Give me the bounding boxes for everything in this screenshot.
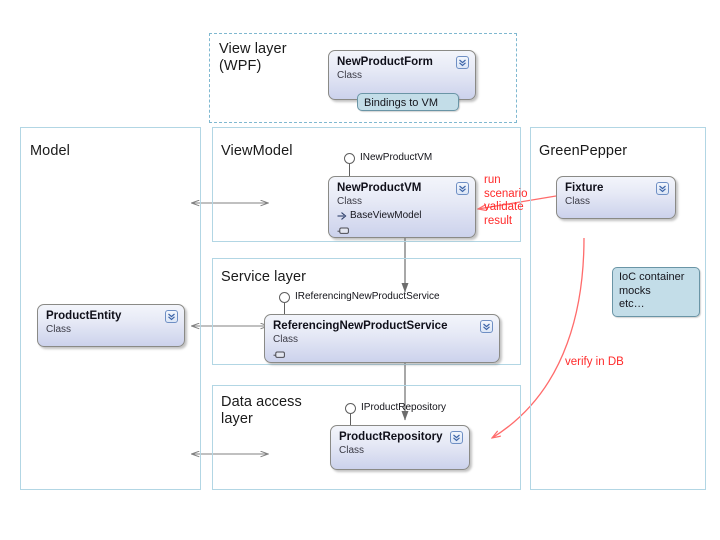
annotation-verify-in-db: verify in DB [565, 356, 624, 368]
panel-greenpepper [530, 127, 706, 490]
class-operation-row [273, 348, 492, 359]
class-new-product-vm[interactable]: NewProductVM Class BaseViewModel [328, 176, 476, 238]
interface-label: IProductRepository [361, 402, 447, 413]
class-referencing-new-product-service[interactable]: ReferencingNewProductService Class [264, 314, 500, 363]
panel-view-layer [209, 33, 517, 123]
panel-service-layer [212, 258, 521, 365]
panel-model [20, 127, 201, 490]
panel-title-model: Model [30, 143, 70, 159]
chevron-down-icon[interactable] [450, 431, 463, 444]
class-name: ReferencingNewProductService [273, 320, 448, 332]
class-product-repository[interactable]: ProductRepository Class [330, 425, 470, 470]
interface-stem [350, 414, 351, 435]
interface-stem [284, 303, 285, 323]
class-stereotype: Class [337, 70, 363, 81]
class-product-entity[interactable]: ProductEntity Class [37, 304, 185, 347]
chevron-down-icon[interactable] [656, 182, 669, 195]
connector-fixture-repository [492, 237, 585, 438]
note-ioc-container: IoC container mocks etc… [612, 267, 700, 317]
operation-icon [273, 350, 286, 359]
chevron-down-icon[interactable] [456, 56, 469, 69]
operation-icon [337, 226, 350, 235]
panel-title-data-access-layer: Data access layer [221, 394, 302, 427]
class-stereotype: Class [339, 445, 365, 456]
class-name: ProductEntity [46, 310, 122, 322]
class-new-product-form[interactable]: NewProductForm Class [328, 50, 476, 100]
class-stereotype: Class [565, 196, 591, 207]
class-inheritance-row: BaseViewModel [337, 210, 468, 222]
panel-title-service-layer: Service layer [221, 269, 307, 285]
interface-label: INewProductVM [360, 152, 433, 163]
connector-fixture-viewmodel [478, 195, 557, 209]
class-fixture[interactable]: Fixture Class [556, 176, 676, 219]
class-name: Fixture [565, 182, 604, 194]
panel-data-access-layer [212, 385, 521, 490]
class-name: ProductRepository [339, 431, 443, 443]
chevron-down-icon[interactable] [480, 320, 493, 333]
interface-stem [349, 164, 350, 184]
class-name: NewProductVM [337, 182, 422, 194]
chevron-down-icon[interactable] [165, 310, 178, 323]
class-operation-row [337, 224, 468, 235]
note-bindings-to-vm: Bindings to VM [357, 93, 459, 111]
panel-viewmodel [212, 127, 521, 242]
panel-title-greenpepper: GreenPepper [539, 143, 628, 159]
interface-circle-icon [279, 292, 290, 303]
class-name: NewProductForm [337, 56, 433, 68]
interface-label: IReferencingNewProductService [295, 291, 440, 302]
chevron-down-icon[interactable] [456, 182, 469, 195]
class-stereotype: Class [46, 324, 72, 335]
inheritance-arrow-icon [337, 211, 347, 221]
annotation-run-scenario: run scenario validate result [484, 174, 528, 227]
interface-circle-icon [345, 403, 356, 414]
inheritance-label: BaseViewModel [350, 210, 422, 221]
interface-circle-icon [344, 153, 355, 164]
panel-title-viewmodel: ViewModel [221, 143, 293, 159]
class-stereotype: Class [337, 196, 363, 207]
class-stereotype: Class [273, 334, 299, 345]
panel-title-view-layer: View layer (WPF) [219, 41, 287, 74]
